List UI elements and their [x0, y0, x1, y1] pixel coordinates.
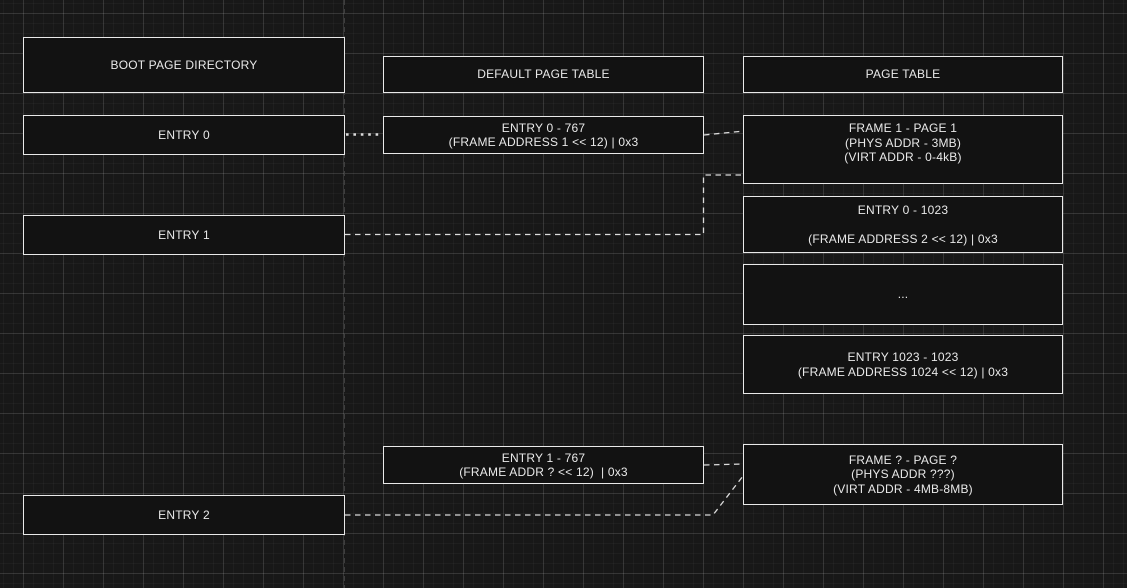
frame-1-line3: (VIRT ADDR - 0-4kB) [844, 150, 962, 164]
frame-q-line2: (PHYS ADDR ???) [851, 467, 955, 482]
default-page-table-title: DEFAULT PAGE TABLE [477, 67, 610, 82]
default-entry-1-767: ENTRY 1 - 767 (FRAME ADDR ? << 12) | 0x3 [383, 446, 704, 484]
frame-1-line2: (PHYS ADDR - 3MB) [844, 135, 962, 150]
page-table-ellipsis: ... [743, 264, 1063, 325]
boot-entry-2-label: ENTRY 2 [158, 507, 210, 522]
connector-entry1-to-frame1 [345, 174, 744, 236]
default-entry-1-767-line1: ENTRY 1 - 767 [501, 450, 586, 465]
entry-0-1023-line1: ENTRY 0 - 1023 [857, 203, 949, 217]
default-page-table-header: DEFAULT PAGE TABLE [383, 56, 704, 93]
boot-entry-0: ENTRY 0 [23, 115, 345, 155]
boot-entry-1: ENTRY 1 [23, 215, 345, 255]
entry-1023-1023-line2: (FRAME ADDRESS 1024 << 12) | 0x3 [797, 364, 1009, 379]
connector-entry2-to-frameq [345, 475, 744, 516]
default-entry-0-767: ENTRY 0 - 767 (FRAME ADDRESS 1 << 12) | … [383, 116, 704, 154]
frame-q-line1: FRAME ? - PAGE ? [848, 452, 958, 467]
boot-entry-2: ENTRY 2 [23, 495, 345, 535]
frame-1-line1: FRAME 1 - PAGE 1 [848, 121, 958, 135]
default-entry-0-767-line1: ENTRY 0 - 767 [501, 120, 586, 135]
boot-entry-1-label: ENTRY 1 [158, 227, 210, 242]
page-table-frame-1: FRAME 1 - PAGE 1 (PHYS ADDR - 3MB) (VIRT… [743, 115, 1063, 184]
connector-default-entry0-to-frame1 [703, 130, 745, 136]
boot-entry-0-label: ENTRY 0 [158, 127, 210, 142]
entry-1023-1023-line1: ENTRY 1023 - 1023 [847, 350, 959, 364]
page-table-header: PAGE TABLE [743, 56, 1063, 93]
default-entry-0-767-line2: (FRAME ADDRESS 1 << 12) | 0x3 [448, 135, 639, 149]
ellipsis-label: ... [897, 287, 909, 302]
entry-0-1023-line2: (FRAME ADDRESS 2 << 12) | 0x3 [808, 231, 998, 246]
page-table-entry-1023-1023: ENTRY 1023 - 1023 (FRAME ADDRESS 1024 <<… [743, 335, 1063, 394]
page-table-entry-0-1023: ENTRY 0 - 1023 (FRAME ADDRESS 2 << 12) |… [743, 196, 1063, 253]
default-entry-1-767-line2: (FRAME ADDR ? << 12) | 0x3 [459, 465, 628, 479]
frame-q-line3: (VIRT ADDR - 4MB-8MB) [833, 481, 973, 496]
page-table-frame-q: FRAME ? - PAGE ? (PHYS ADDR ???) (VIRT A… [743, 444, 1063, 505]
boot-page-directory-title: BOOT PAGE DIRECTORY [110, 57, 258, 72]
page-table-title: PAGE TABLE [865, 67, 941, 82]
boot-page-directory-header: BOOT PAGE DIRECTORY [23, 37, 345, 93]
connector-default-entry1-to-frameq [703, 463, 746, 466]
